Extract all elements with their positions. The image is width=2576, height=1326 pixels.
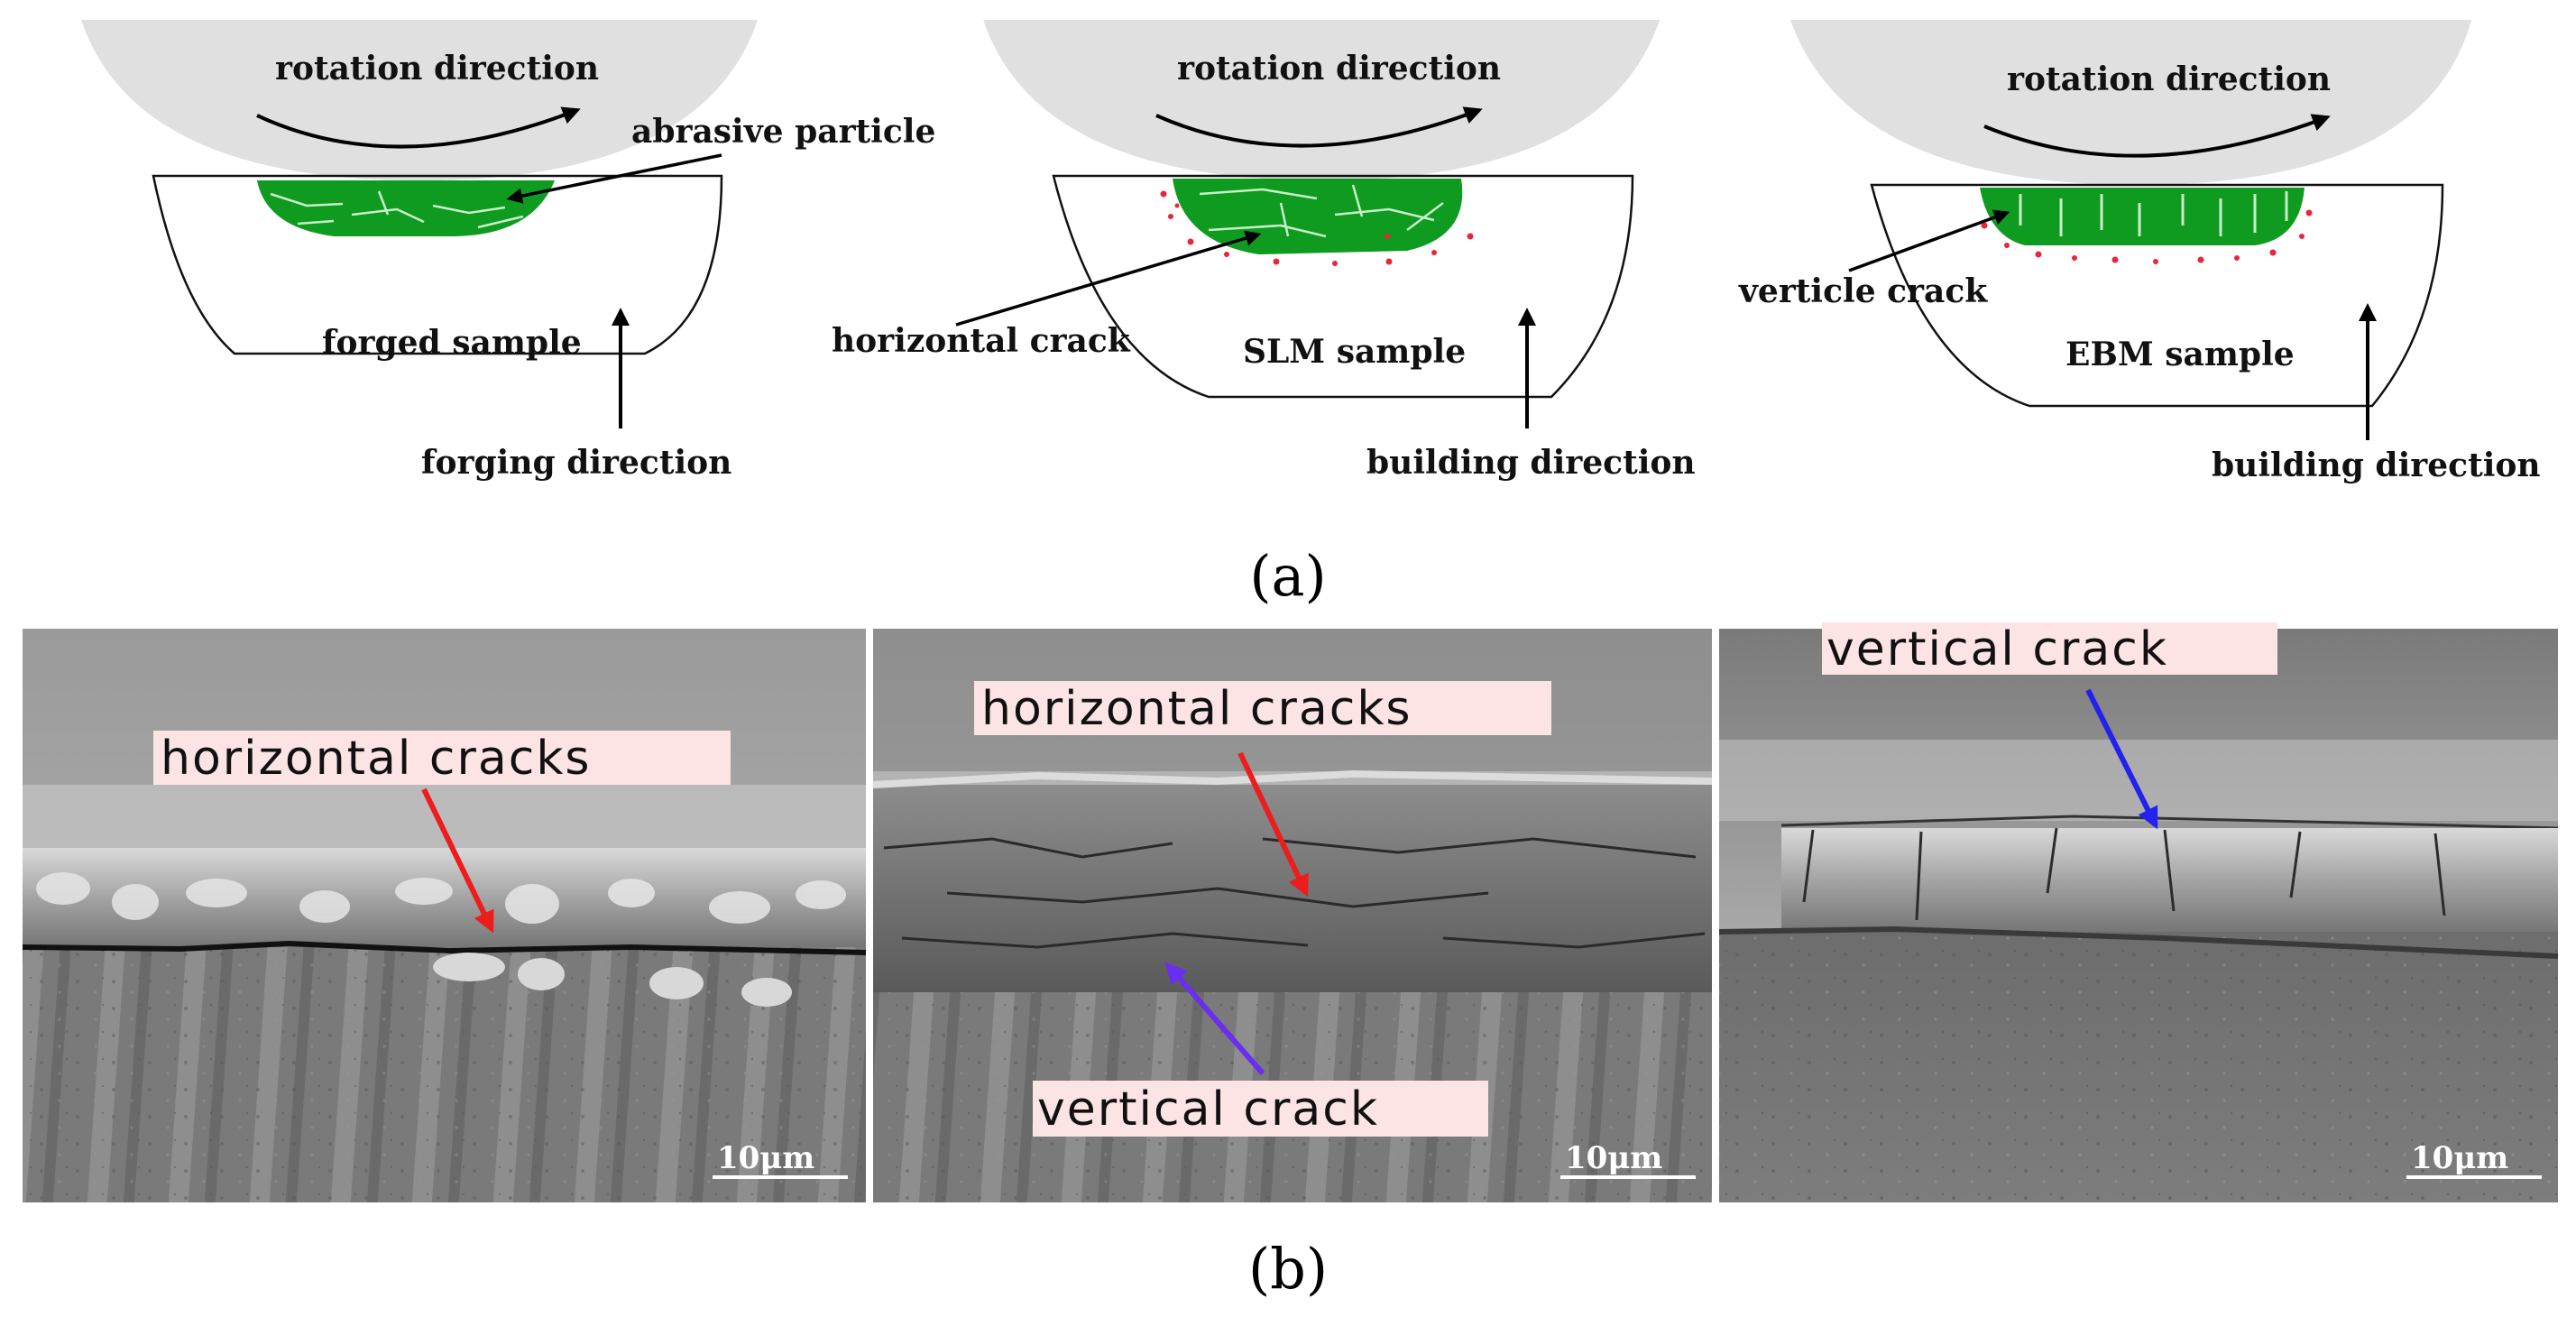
- direction-label: building direction: [2212, 447, 2541, 484]
- red-arrow: [1237, 751, 1309, 898]
- schematic-forged: rotation direction abrasive particle for…: [81, 20, 935, 482]
- vertical-crack-label: vertical crack: [1826, 622, 2168, 677]
- scale-bar-label: 10μm: [1565, 1140, 1662, 1176]
- red-arrow: [421, 787, 494, 934]
- grinding-wheel: [983, 20, 1660, 180]
- sample-outline: [152, 174, 723, 355]
- blue-arrow: [2085, 688, 2158, 830]
- wear-layer: [257, 180, 555, 236]
- rotation-label: rotation direction: [2007, 60, 2331, 98]
- sample-outline: [1870, 183, 2444, 408]
- direction-label: building direction: [1366, 444, 1696, 482]
- horizontal-crack-arrow: [955, 230, 1262, 327]
- crack-lines: [2019, 191, 2288, 236]
- sem-image-slm: horizontal cracks vertical crack 10μm: [872, 629, 1713, 1202]
- grinding-wheel: [81, 20, 758, 180]
- abrasive-particle-arrow: [506, 153, 722, 204]
- abrasive-particle-label: abrasive particle: [631, 113, 935, 151]
- sem-image-forged: horizontal cracks 10μm: [22, 629, 867, 1202]
- panel-b-caption: (b): [1248, 1236, 1328, 1302]
- sample-label: SLM sample: [1243, 333, 1466, 371]
- vertical-crack-label: vertical crack: [1037, 1082, 1379, 1137]
- crack-lines: [1199, 184, 1444, 238]
- grinding-wheel: [1790, 20, 2471, 185]
- rotation-label: rotation direction: [275, 50, 599, 87]
- pores: [1160, 190, 1474, 266]
- horizontal-cracks-label: horizontal cracks: [981, 682, 1412, 736]
- verticle-crack-label: verticle crack: [1738, 272, 1988, 310]
- rotation-label: rotation direction: [1177, 50, 1501, 87]
- violet-arrow: [1164, 962, 1265, 1075]
- pores: [1981, 209, 2313, 264]
- rotation-arrow: [1983, 114, 2331, 158]
- horizontal-cracks-label: horizontal cracks: [161, 732, 592, 786]
- sample-label: forged sample: [322, 324, 582, 362]
- direction-label: forging direction: [421, 444, 731, 482]
- crack-lines: [270, 190, 524, 229]
- scale-bar-label: 10μm: [717, 1140, 814, 1176]
- schematic-ebm: rotation direction verticle crack EBM sa…: [1738, 20, 2541, 484]
- scale-bar-label: 10μm: [2411, 1140, 2508, 1176]
- verticle-crack-arrow: [1848, 209, 2010, 272]
- horizontal-crack-label: horizontal crack: [832, 322, 1131, 360]
- sample-label: EBM sample: [2065, 336, 2295, 373]
- rotation-arrow: [256, 106, 581, 149]
- sample-outline: [1052, 174, 1634, 399]
- rotation-arrow: [1155, 106, 1483, 148]
- sem-image-ebm: vertical crack 10μm: [1718, 622, 2559, 1202]
- schematic-slm: rotation direction horizontal crack SLM …: [832, 20, 1696, 482]
- panel-a-caption: (a): [1249, 543, 1326, 609]
